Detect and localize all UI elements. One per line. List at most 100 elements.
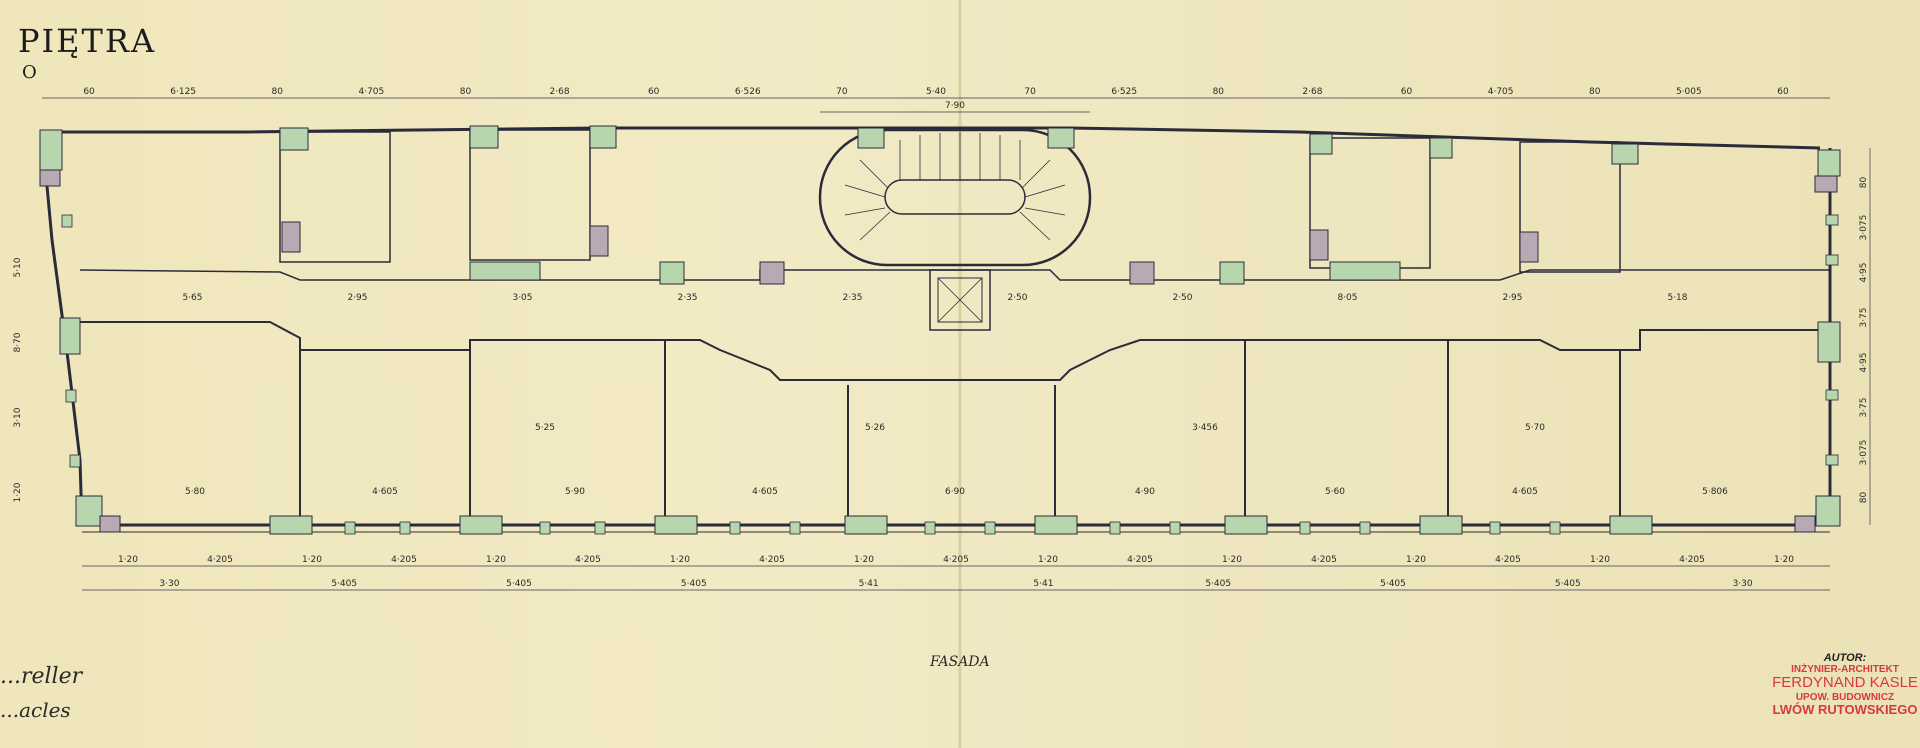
top-dimension-label: 4·705 [358, 87, 384, 97]
bay-dimension-label: 4·205 [391, 555, 417, 565]
top-dimension-label: 70 [836, 87, 848, 97]
bay-dimension-label: 1·20 [1590, 555, 1610, 565]
corridor-dimension-label: 2·50 [1007, 293, 1027, 303]
room-width-label: 5·90 [565, 487, 585, 497]
corridor-dimension-label: 2·35 [677, 293, 697, 303]
staircase [818, 128, 1092, 267]
stair-width-dimension: 7·90 [945, 101, 965, 111]
axis-dimension-label: 3·30 [159, 579, 179, 589]
axis-dimension-label: 5·405 [331, 579, 357, 589]
top-dimension-label: 80 [1213, 87, 1225, 97]
bay-dimensions: 1·20 4·205 1·20 4·205 1·20 4·205 1·20 4·205 1·20… [118, 555, 1794, 565]
top-dimensions: 60 6·125 80 4·705 80 2·68 60 6·526 70 5·40 70 6·525… [83, 87, 1789, 97]
right-side-dimension-label: 80 [1859, 177, 1869, 189]
drawing-subtitle: O [22, 62, 37, 83]
left-side-dimension-label: 1·20 [13, 482, 23, 502]
axis-dimension-label: 5·41 [859, 579, 879, 589]
stamp-license: UPOW. BUDOWNICZ [1795, 691, 1895, 703]
top-dimension-label: 2·68 [1302, 87, 1322, 97]
architect-stamp: AUTOR: INŻYNIER-ARCHITEKT FERDYNAND KASL… [1770, 652, 1920, 717]
bay-dimension-label: 4·205 [943, 555, 969, 565]
top-dimension-label: 60 [1401, 87, 1413, 97]
top-dimension-label: 4·705 [1488, 87, 1514, 97]
bay-dimension-label: 1·20 [1406, 555, 1426, 565]
bay-dimension-label: 1·20 [1774, 555, 1794, 565]
corridor-walls [79, 269, 1830, 525]
facade-label: FASADA [930, 654, 990, 670]
axis-dimension-label: 5·405 [1380, 579, 1406, 589]
room-depth-label: 3·456 [1192, 423, 1218, 433]
top-dimension-label: 80 [272, 87, 284, 97]
top-dimension-label: 5·005 [1676, 87, 1702, 97]
room-width-label: 4·605 [372, 487, 398, 497]
corridor-dimension-label: 5·65 [182, 293, 202, 303]
bay-dimension-label: 1·20 [1038, 555, 1058, 565]
drawing-title: PIĘTRA [18, 22, 157, 60]
corridor-dimension-label: 2·95 [1502, 293, 1522, 303]
right-side-dimension-label: 3·075 [1859, 440, 1869, 466]
top-dimension-label: 80 [1589, 87, 1601, 97]
service-rooms [279, 129, 1621, 331]
corridor-dimension-label: 2·50 [1172, 293, 1192, 303]
bay-dimension-label: 4·205 [1311, 555, 1337, 565]
top-dimension-label: 60 [1777, 87, 1789, 97]
axis-dimension-label: 5·405 [1555, 579, 1581, 589]
bay-dimension-label: 4·205 [1679, 555, 1705, 565]
bay-dimension-label: 4·205 [759, 555, 785, 565]
signature-line-1: ...reller [0, 664, 83, 689]
room-width-label: 5·80 [185, 487, 205, 497]
right-side-dimension-label: 3·075 [1859, 215, 1869, 241]
room-width-label: 4·605 [1512, 487, 1538, 497]
bay-dimension-label: 4·205 [575, 555, 601, 565]
signature-line-2: ...acles [0, 698, 71, 722]
bay-dimension-label: 1·20 [670, 555, 690, 565]
outer-walls [40, 126, 1832, 533]
top-dimension-label: 5·40 [926, 87, 946, 97]
top-dimension-label: 80 [460, 87, 472, 97]
right-side-dimension-label: 3·75 [1859, 307, 1869, 327]
room-width-label: 4·90 [1135, 487, 1155, 497]
pillars-gray [39, 169, 1838, 533]
axis-dimension-label: 5·405 [506, 579, 532, 589]
top-dimension-label: 70 [1024, 87, 1036, 97]
left-side-dimension-label: 8·70 [13, 332, 23, 352]
stamp-author-label: AUTOR: [1823, 652, 1867, 664]
bay-dimension-label: 4·205 [1495, 555, 1521, 565]
corridor-dimension-label: 2·35 [842, 293, 862, 303]
right-side-dimension-label: 4·95 [1859, 262, 1869, 282]
room-width-label: 6·90 [945, 487, 965, 497]
bay-dimension-label: 1·20 [486, 555, 506, 565]
dimension-lines [42, 97, 1871, 591]
axis-dimension-label: 5·41 [1033, 579, 1053, 589]
corridor-dimension-label: 5·18 [1667, 293, 1687, 303]
stamp-name: FERDYNAND KASLE [1772, 674, 1918, 692]
window-piers [61, 214, 1839, 535]
top-dimension-label: 6·125 [170, 87, 196, 97]
right-side-dimension-label: 4·95 [1859, 352, 1869, 372]
bay-dimension-label: 4·205 [207, 555, 233, 565]
corridor-dimension-label: 3·05 [512, 293, 532, 303]
left-side-dimensions: 5·108·703·101·20 [13, 257, 23, 502]
top-dimension-label: 6·526 [735, 87, 761, 97]
bay-dimension-label: 1·20 [1222, 555, 1242, 565]
pillars-green [39, 125, 1841, 535]
top-dimension-label: 2·68 [550, 87, 570, 97]
top-dimension-label: 6·525 [1111, 87, 1137, 97]
stamp-profession: INŻYNIER-ARCHITEKT [1791, 664, 1899, 676]
corridor-dimension-label: 8·05 [1337, 293, 1357, 303]
room-depth-label: 5·70 [1525, 423, 1545, 433]
room-depth-label: 5·25 [535, 423, 555, 433]
left-side-dimension-label: 3·10 [13, 407, 23, 427]
room-width-label: 5·806 [1702, 487, 1728, 497]
corridor-dimension-label: 2·95 [347, 293, 367, 303]
right-side-dimension-label: 3·75 [1859, 397, 1869, 417]
bay-dimension-label: 1·20 [854, 555, 874, 565]
bay-dimension-label: 1·20 [302, 555, 322, 565]
bay-dimension-label: 1·20 [118, 555, 138, 565]
axis-dimension-label: 3·30 [1733, 579, 1753, 589]
